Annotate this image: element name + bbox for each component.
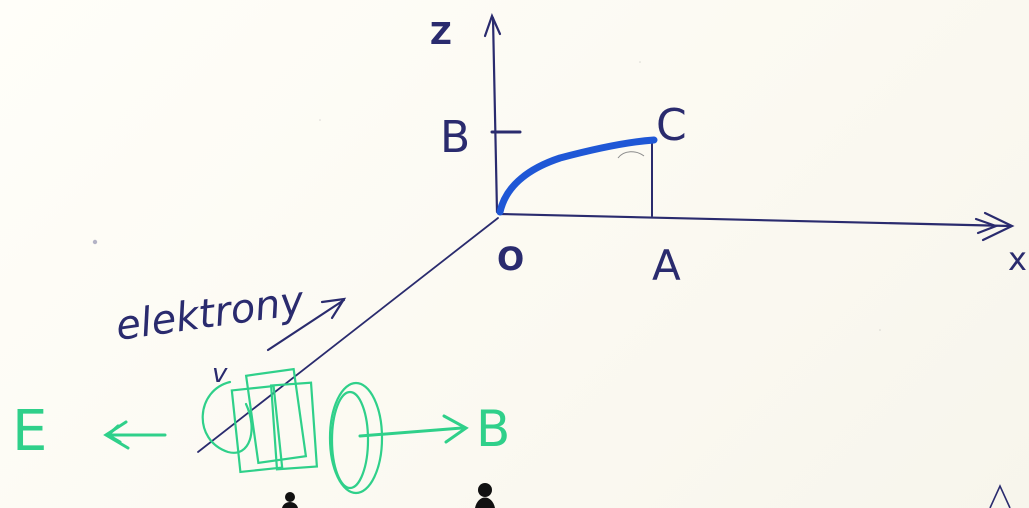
- electron-label: elektrony: [113, 278, 308, 350]
- electron-arrow: [266, 297, 347, 352]
- ink-blots: [282, 483, 495, 508]
- tick-a-label: A: [652, 241, 681, 290]
- z-axis-label: Z: [430, 17, 452, 52]
- stray-mark: [989, 484, 1011, 508]
- e-field-label: E: [12, 399, 47, 464]
- field-wave-sketch: [201, 367, 384, 495]
- electron-trajectory-curve: [496, 136, 658, 216]
- paper-texture: [92, 61, 881, 331]
- origin-label: O: [497, 240, 524, 278]
- trajectory-arc-detail: [617, 151, 645, 159]
- x-axis-label: x: [1008, 240, 1027, 278]
- x-axis: [498, 211, 1015, 242]
- e-field-arrow: [103, 420, 167, 450]
- z-axis: [483, 13, 502, 214]
- velocity-label: v: [212, 359, 228, 389]
- tick-b-label: B: [440, 112, 470, 163]
- y-axis: [197, 217, 499, 453]
- b-field-label: B: [476, 400, 510, 458]
- point-c-label: C: [656, 100, 687, 151]
- b-field-arrow: [358, 414, 469, 444]
